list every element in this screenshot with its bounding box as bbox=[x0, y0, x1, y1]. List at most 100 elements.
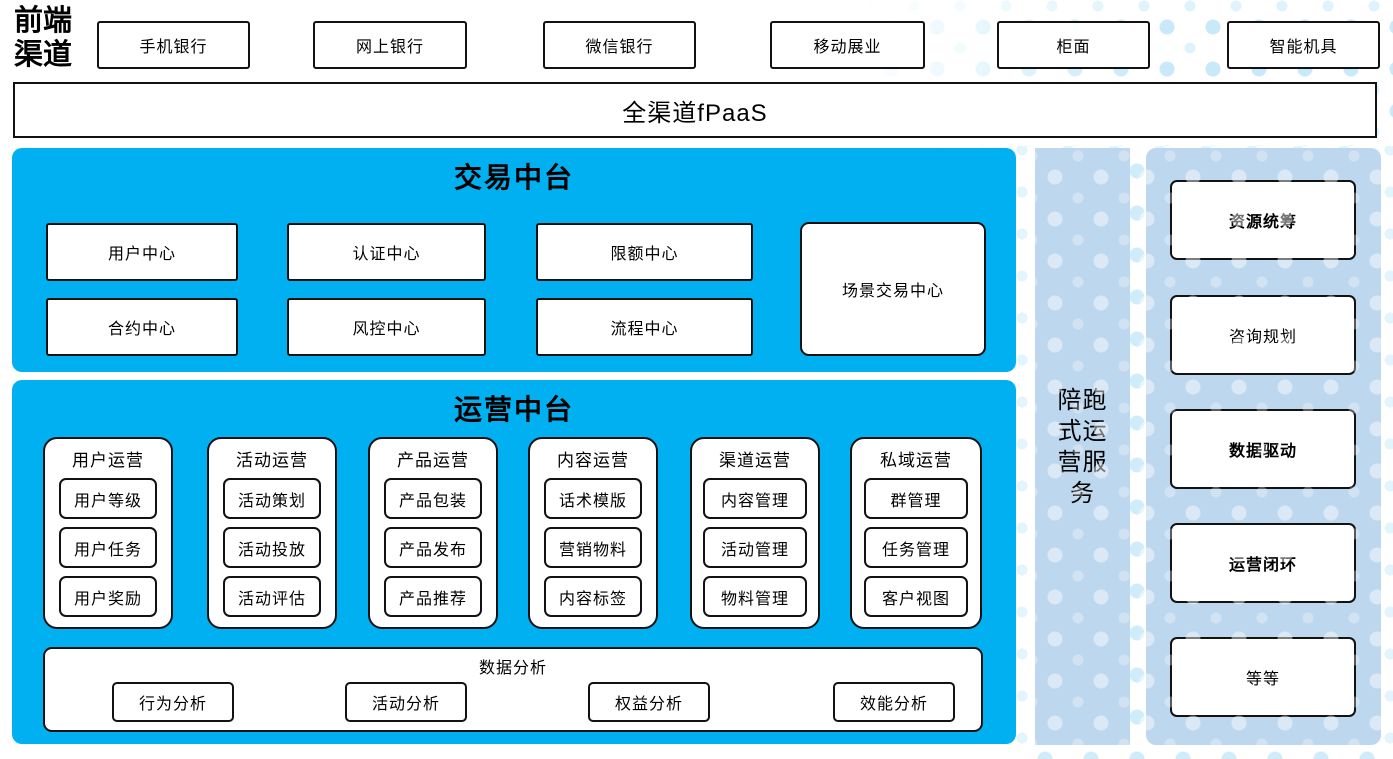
center-box-process: 流程中心 bbox=[536, 298, 753, 356]
ops-item: 营销物料 bbox=[544, 527, 642, 568]
channel-box-smart-device: 智能机具 bbox=[1227, 21, 1380, 69]
ops-item: 活动管理 bbox=[703, 527, 807, 568]
channel-box-counter: 柜面 bbox=[997, 21, 1150, 69]
analysis-box-efficiency: 效能分析 bbox=[833, 682, 955, 722]
center-box-user: 用户中心 bbox=[46, 223, 238, 281]
ops-item-label: 用户奖励 bbox=[73, 590, 142, 608]
channel-box-online-banking: 网上银行 bbox=[313, 21, 467, 69]
service-box-consulting: 咨询规划 bbox=[1170, 295, 1356, 375]
ops-item-label: 用户等级 bbox=[73, 492, 142, 510]
ops-column-title: 私域运营 bbox=[880, 451, 952, 470]
channel-label: 网上银行 bbox=[355, 39, 424, 56]
front-channels-label: 前端渠道 bbox=[13, 5, 72, 71]
analysis-box-benefit: 权益分析 bbox=[588, 682, 710, 722]
accompany-service-strip: 陪跑式运营服务 bbox=[1035, 148, 1130, 745]
ops-item: 用户奖励 bbox=[59, 576, 157, 617]
ops-item: 产品推荐 bbox=[384, 576, 482, 617]
ops-column-private-domain: 私域运营 群管理 任务管理 客户视图 bbox=[850, 437, 982, 629]
service-label: 数据驱动 bbox=[1228, 443, 1297, 460]
service-label: 咨询规划 bbox=[1228, 329, 1297, 346]
service-label: 资源统筹 bbox=[1228, 214, 1297, 231]
ops-item-label: 客户视图 bbox=[881, 590, 950, 608]
analysis-box-activity: 活动分析 bbox=[345, 682, 467, 722]
ops-item: 内容管理 bbox=[703, 478, 807, 519]
ops-item: 活动投放 bbox=[223, 527, 321, 568]
ops-item: 活动评估 bbox=[223, 576, 321, 617]
service-box-resource: 资源统筹 bbox=[1170, 180, 1356, 260]
ops-item-label: 物料管理 bbox=[720, 590, 789, 608]
channel-box-mobile-banking: 手机银行 bbox=[97, 21, 250, 69]
data-analysis-title: 数据分析 bbox=[478, 660, 547, 677]
ops-item: 客户视图 bbox=[864, 576, 968, 617]
ops-column-channel: 渠道运营 内容管理 活动管理 物料管理 bbox=[690, 437, 820, 629]
ops-column-title: 活动运营 bbox=[236, 451, 308, 470]
channel-box-wechat-banking: 微信银行 bbox=[543, 21, 696, 69]
ops-column-activity: 活动运营 活动策划 活动投放 活动评估 bbox=[207, 437, 337, 629]
ops-item: 产品包装 bbox=[384, 478, 482, 519]
ops-item: 用户等级 bbox=[59, 478, 157, 519]
center-box-limit: 限额中心 bbox=[536, 223, 753, 281]
ops-item-label: 活动评估 bbox=[237, 590, 306, 608]
channel-label: 微信银行 bbox=[585, 39, 654, 56]
ops-column-product: 产品运营 产品包装 产品发布 产品推荐 bbox=[368, 437, 498, 629]
center-label: 限额中心 bbox=[610, 246, 679, 263]
center-box-scenario-trade: 场景交易中心 bbox=[800, 222, 986, 356]
center-label: 流程中心 bbox=[610, 321, 679, 338]
service-box-etc: 等等 bbox=[1170, 637, 1356, 717]
ops-column-title: 产品运营 bbox=[397, 451, 469, 470]
channel-label: 移动展业 bbox=[813, 39, 882, 56]
fpaas-bar: 全渠道fPaaS bbox=[13, 82, 1377, 138]
center-box-contract: 合约中心 bbox=[46, 298, 238, 356]
analysis-box-behavior: 行为分析 bbox=[112, 682, 234, 722]
center-label: 用户中心 bbox=[107, 246, 176, 263]
service-box-data-driven: 数据驱动 bbox=[1170, 409, 1356, 489]
analysis-label: 活动分析 bbox=[371, 696, 440, 713]
center-label: 认证中心 bbox=[352, 246, 421, 263]
analysis-label: 行为分析 bbox=[138, 696, 207, 713]
center-box-auth: 认证中心 bbox=[287, 223, 486, 281]
ops-item: 话术模版 bbox=[544, 478, 642, 519]
ops-item-label: 内容标签 bbox=[558, 590, 627, 608]
operation-platform-panel: 运营中台 用户运营 用户等级 用户任务 用户奖励 活动运营 活动策划 活动投放 … bbox=[12, 380, 1016, 744]
ops-column-title: 用户运营 bbox=[72, 451, 144, 470]
analysis-label: 效能分析 bbox=[859, 696, 928, 713]
ops-column-user: 用户运营 用户等级 用户任务 用户奖励 bbox=[43, 437, 173, 629]
ops-item-label: 营销物料 bbox=[558, 541, 627, 559]
fpaas-label: 全渠道fPaaS bbox=[622, 99, 768, 127]
ops-item-label: 产品推荐 bbox=[398, 590, 467, 608]
ops-item: 群管理 bbox=[864, 478, 968, 519]
ops-item: 用户任务 bbox=[59, 527, 157, 568]
ops-item-label: 任务管理 bbox=[881, 541, 950, 559]
channel-label: 智能机具 bbox=[1269, 39, 1338, 56]
ops-item-label: 活动策划 bbox=[237, 492, 306, 510]
ops-item: 任务管理 bbox=[864, 527, 968, 568]
ops-item-label: 产品发布 bbox=[398, 541, 467, 559]
ops-item-label: 活动管理 bbox=[720, 541, 789, 559]
analysis-label: 权益分析 bbox=[614, 696, 683, 713]
ops-item-label: 产品包装 bbox=[398, 492, 467, 510]
ops-item: 物料管理 bbox=[703, 576, 807, 617]
ops-column-title: 渠道运营 bbox=[719, 451, 791, 470]
trade-platform-title: 交易中台 bbox=[453, 162, 574, 193]
center-box-risk: 风控中心 bbox=[287, 298, 486, 356]
trade-platform-panel: 交易中台 用户中心 认证中心 限额中心 合约中心 风控中心 流程中心 场景交易中… bbox=[12, 148, 1016, 372]
center-label: 合约中心 bbox=[107, 321, 176, 338]
channel-box-mobile-marketing: 移动展业 bbox=[770, 21, 925, 69]
data-analysis-group: 数据分析 行为分析 活动分析 权益分析 效能分析 bbox=[43, 647, 983, 732]
service-panel: 资源统筹 咨询规划 数据驱动 运营闭环 等等 bbox=[1146, 148, 1381, 745]
center-label: 风控中心 bbox=[352, 321, 421, 338]
ops-column-content: 内容运营 话术模版 营销物料 内容标签 bbox=[528, 437, 658, 629]
ops-item-label: 内容管理 bbox=[720, 492, 789, 510]
ops-item: 内容标签 bbox=[544, 576, 642, 617]
ops-column-title: 内容运营 bbox=[557, 451, 629, 470]
ops-item-label: 用户任务 bbox=[73, 541, 142, 559]
accompany-service-label: 陪跑式运营服务 bbox=[1057, 386, 1108, 507]
ops-item: 活动策划 bbox=[223, 478, 321, 519]
ops-item: 产品发布 bbox=[384, 527, 482, 568]
operation-platform-title: 运营中台 bbox=[453, 394, 574, 425]
center-label: 场景交易中心 bbox=[841, 283, 944, 300]
channel-label: 柜面 bbox=[1056, 39, 1091, 56]
ops-item-label: 话术模版 bbox=[558, 492, 627, 510]
ops-item-label: 群管理 bbox=[890, 492, 942, 510]
